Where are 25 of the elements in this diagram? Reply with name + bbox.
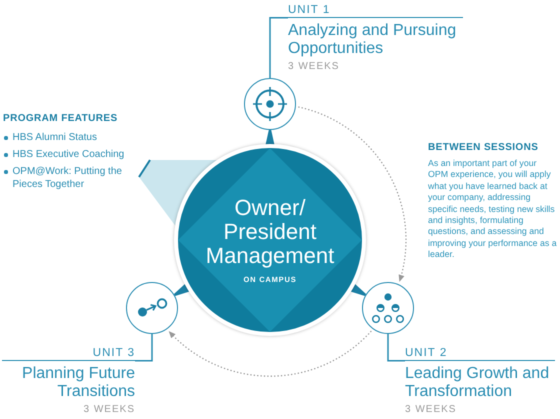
dotted-arrow bbox=[298, 106, 406, 282]
unit-title: Leading Growth and Transformation bbox=[405, 365, 550, 401]
unit-circle bbox=[362, 282, 414, 334]
leader-line bbox=[135, 334, 153, 362]
duration-label: 3 WEEKS bbox=[405, 404, 456, 415]
body-text: As an important part of your OPM experience, you will apply what you have learned back at your company, addressing specific needs, testing new skills and insights, formulating questions, and assessing and improving your performance as a leader. bbox=[428, 158, 558, 261]
duration-label: 3 WEEKS bbox=[288, 61, 340, 72]
dotted-arrow bbox=[168, 330, 372, 377]
unit-label: UNIT 2 bbox=[405, 346, 448, 360]
unit-circle bbox=[244, 78, 296, 130]
unit-label: UNIT 3 bbox=[92, 346, 135, 360]
duration-label: 3 WEEKS bbox=[84, 404, 135, 415]
section-heading: PROGRAM FEATURES bbox=[3, 112, 119, 125]
section-heading: BETWEEN SESSIONS bbox=[428, 141, 540, 154]
leader-line bbox=[387, 334, 405, 362]
connector-stem bbox=[266, 130, 274, 145]
unit-title: Analyzing and Pursuing Opportunities bbox=[288, 22, 458, 58]
unit-title: Planning Future Transitions bbox=[21, 365, 135, 401]
bullet-item: HBS Alumni Status bbox=[12, 131, 97, 144]
bullet-item: OPM@Work: Putting the Pieces Together bbox=[12, 165, 123, 191]
unit-circle bbox=[126, 282, 178, 334]
bullet-item: HBS Executive Coaching bbox=[12, 148, 124, 161]
hub-title: Owner/ President Management bbox=[204, 196, 336, 268]
leader-line bbox=[269, 17, 288, 78]
unit-label: UNIT 1 bbox=[288, 3, 330, 17]
